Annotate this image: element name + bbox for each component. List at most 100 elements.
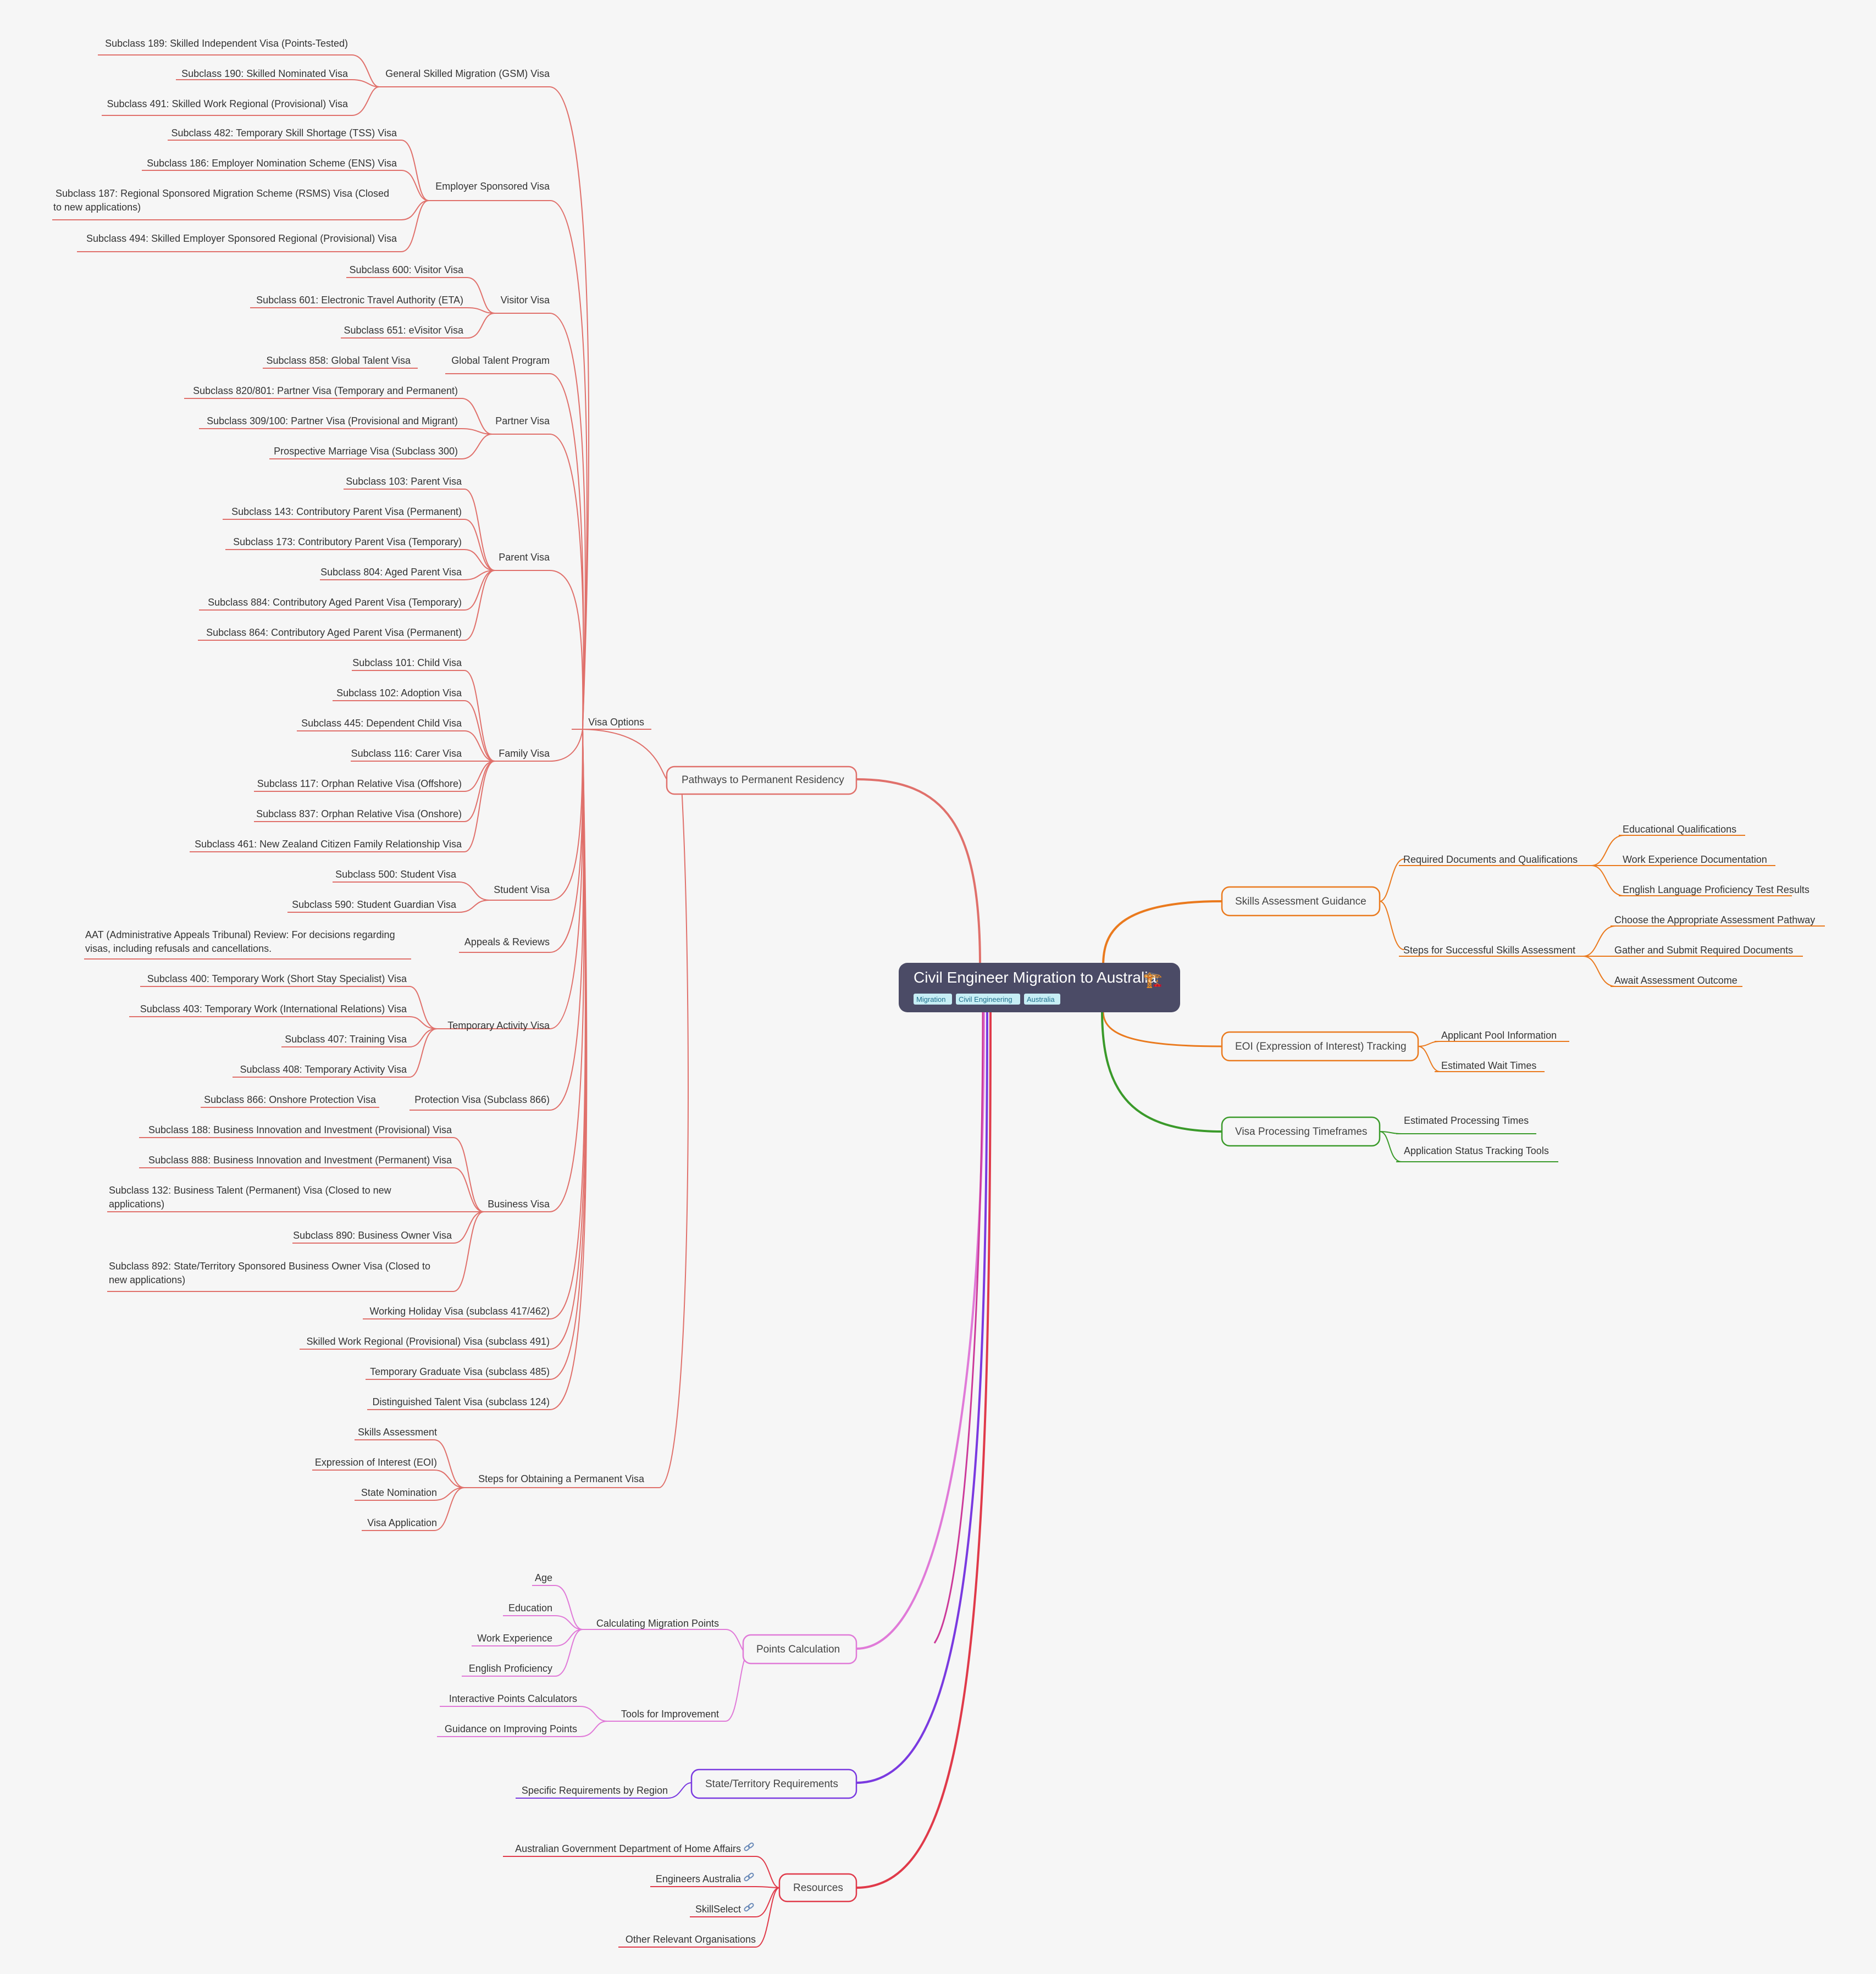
skills-step-item[interactable]: Gather and Submit Required Documents bbox=[1614, 945, 1793, 956]
eoi-item[interactable]: Estimated Wait Times bbox=[1441, 1060, 1536, 1071]
calc-item[interactable]: English Proficiency bbox=[469, 1663, 552, 1674]
parent-item[interactable]: Subclass 173: Contributory Parent Visa (… bbox=[233, 536, 462, 547]
family-item[interactable]: Subclass 101: Child Visa bbox=[352, 657, 462, 668]
partner-item[interactable]: Subclass 820/801: Partner Visa (Temporar… bbox=[193, 385, 458, 396]
business-item-cont[interactable]: applications) bbox=[109, 1199, 164, 1210]
node-eoi-tracking[interactable]: EOI (Expression of Interest) Tracking bbox=[1221, 1031, 1419, 1062]
root-node[interactable]: Civil Engineer Migration to Australia 🏗️… bbox=[899, 963, 1180, 1012]
visitor-label[interactable]: Visitor Visa bbox=[501, 295, 550, 306]
eoi-item[interactable]: Applicant Pool Information bbox=[1441, 1030, 1557, 1041]
node-resources[interactable]: Resources bbox=[778, 1873, 857, 1903]
node-skills-assessment[interactable]: Skills Assessment Guidance bbox=[1221, 886, 1381, 917]
calc-item[interactable]: Work Experience bbox=[477, 1633, 552, 1644]
business-item[interactable]: Subclass 892: State/Territory Sponsored … bbox=[109, 1261, 430, 1272]
link-icon[interactable] bbox=[744, 1842, 754, 1851]
global-talent-item[interactable]: Subclass 858: Global Talent Visa bbox=[266, 355, 411, 366]
steps-item[interactable]: Skills Assessment bbox=[358, 1427, 437, 1438]
resource-link[interactable]: Australian Government Department of Home… bbox=[515, 1843, 741, 1854]
resource-link[interactable]: SkillSelect bbox=[695, 1904, 741, 1915]
calc-item[interactable]: Age bbox=[535, 1572, 552, 1583]
student-label[interactable]: Student Visa bbox=[494, 884, 550, 895]
steps-item[interactable]: Expression of Interest (EOI) bbox=[315, 1457, 437, 1468]
docs-item[interactable]: Educational Qualifications bbox=[1623, 824, 1736, 835]
temporary-item[interactable]: Subclass 408: Temporary Activity Visa bbox=[240, 1064, 407, 1075]
visitor-item[interactable]: Subclass 601: Electronic Travel Authorit… bbox=[256, 295, 463, 306]
gsm-label[interactable]: General Skilled Migration (GSM) Visa bbox=[385, 68, 550, 79]
partner-item[interactable]: Subclass 309/100: Partner Visa (Provisio… bbox=[207, 415, 458, 426]
appeals-item[interactable]: AAT (Administrative Appeals Tribunal) Re… bbox=[85, 929, 395, 940]
parent-item[interactable]: Subclass 864: Contributory Aged Parent V… bbox=[206, 627, 462, 638]
single-visa[interactable]: Working Holiday Visa (subclass 417/462) bbox=[370, 1306, 550, 1317]
gsm-item[interactable]: Subclass 190: Skilled Nominated Visa bbox=[181, 68, 348, 79]
family-item[interactable]: Subclass 445: Dependent Child Visa bbox=[301, 718, 462, 729]
visitor-item[interactable]: Subclass 600: Visitor Visa bbox=[350, 264, 464, 275]
employer-item[interactable]: Subclass 187: Regional Sponsored Migrati… bbox=[56, 188, 389, 199]
single-visa[interactable]: Distinguished Talent Visa (subclass 124) bbox=[372, 1396, 550, 1407]
parent-item[interactable]: Subclass 884: Contributory Aged Parent V… bbox=[208, 597, 462, 608]
protection-item[interactable]: Subclass 866: Onshore Protection Visa bbox=[204, 1094, 377, 1105]
family-item[interactable]: Subclass 461: New Zealand Citizen Family… bbox=[195, 839, 462, 850]
docs-item[interactable]: Work Experience Documentation bbox=[1623, 854, 1767, 865]
temporary-item[interactable]: Subclass 407: Training Visa bbox=[285, 1034, 407, 1045]
business-item[interactable]: Subclass 188: Business Innovation and In… bbox=[148, 1124, 452, 1135]
visitor-item[interactable]: Subclass 651: eVisitor Visa bbox=[344, 325, 464, 336]
calc-item[interactable]: Education bbox=[508, 1603, 552, 1613]
gsm-item[interactable]: Subclass 491: Skilled Work Regional (Pro… bbox=[107, 98, 348, 109]
node-state[interactable]: State/Territory Requirements bbox=[690, 1768, 857, 1799]
steps-item[interactable]: Visa Application bbox=[367, 1517, 437, 1528]
employer-label[interactable]: Employer Sponsored Visa bbox=[435, 181, 550, 192]
skills-step-item[interactable]: Choose the Appropriate Assessment Pathwa… bbox=[1614, 914, 1815, 925]
node-points[interactable]: Points Calculation bbox=[742, 1634, 857, 1665]
temporary-label[interactable]: Temporary Activity Visa bbox=[447, 1020, 550, 1031]
parent-item[interactable]: Subclass 103: Parent Visa bbox=[346, 476, 462, 487]
business-item[interactable]: Subclass 890: Business Owner Visa bbox=[293, 1230, 452, 1241]
tools-item[interactable]: Guidance on Improving Points bbox=[445, 1723, 577, 1734]
parent-label[interactable]: Parent Visa bbox=[499, 552, 550, 563]
employer-item[interactable]: Subclass 494: Skilled Employer Sponsored… bbox=[86, 233, 397, 244]
family-item[interactable]: Subclass 102: Adoption Visa bbox=[336, 687, 462, 698]
partner-label[interactable]: Partner Visa bbox=[495, 415, 550, 426]
resource-item[interactable]: Other Relevant Organisations bbox=[626, 1934, 756, 1945]
steps-item[interactable]: State Nomination bbox=[361, 1487, 437, 1498]
family-label[interactable]: Family Visa bbox=[499, 748, 550, 759]
appeals-label[interactable]: Appeals & Reviews bbox=[464, 936, 550, 947]
node-pathways[interactable]: Pathways to Permanent Residency bbox=[666, 766, 857, 795]
student-item[interactable]: Subclass 590: Student Guardian Visa bbox=[292, 899, 457, 910]
docs-label[interactable]: Required Documents and Qualifications bbox=[1403, 854, 1578, 865]
protection-label[interactable]: Protection Visa (Subclass 866) bbox=[414, 1094, 550, 1105]
link-icon[interactable] bbox=[744, 1872, 754, 1882]
parent-item[interactable]: Subclass 804: Aged Parent Visa bbox=[320, 567, 462, 578]
tools-label[interactable]: Tools for Improvement bbox=[621, 1709, 719, 1720]
student-item[interactable]: Subclass 500: Student Visa bbox=[335, 869, 457, 880]
appeals-item-cont[interactable]: visas, including refusals and cancellati… bbox=[85, 943, 272, 954]
employer-item[interactable]: Subclass 186: Employer Nomination Scheme… bbox=[147, 158, 397, 169]
docs-item[interactable]: English Language Proficiency Test Result… bbox=[1623, 884, 1809, 895]
employer-item-cont[interactable]: to new applications) bbox=[53, 202, 141, 213]
link-icon[interactable] bbox=[744, 1903, 754, 1912]
temporary-item[interactable]: Subclass 400: Temporary Work (Short Stay… bbox=[147, 973, 407, 984]
employer-item[interactable]: Subclass 482: Temporary Skill Shortage (… bbox=[171, 127, 397, 138]
calc-label[interactable]: Calculating Migration Points bbox=[596, 1618, 719, 1629]
single-visa[interactable]: Temporary Graduate Visa (subclass 485) bbox=[370, 1366, 550, 1377]
partner-item[interactable]: Prospective Marriage Visa (Subclass 300) bbox=[274, 446, 458, 457]
tools-item[interactable]: Interactive Points Calculators bbox=[449, 1693, 577, 1704]
family-item[interactable]: Subclass 116: Carer Visa bbox=[351, 748, 462, 759]
skills-step-item[interactable]: Await Assessment Outcome bbox=[1614, 975, 1737, 986]
node-processing[interactable]: Visa Processing Timeframes bbox=[1221, 1116, 1381, 1147]
state-item[interactable]: Specific Requirements by Region bbox=[522, 1785, 668, 1796]
business-label[interactable]: Business Visa bbox=[488, 1199, 550, 1210]
steps-label[interactable]: Steps for Obtaining a Permanent Visa bbox=[478, 1473, 645, 1484]
business-item[interactable]: Subclass 132: Business Talent (Permanent… bbox=[109, 1185, 392, 1196]
single-visa[interactable]: Skilled Work Regional (Provisional) Visa… bbox=[306, 1336, 550, 1347]
resource-link[interactable]: Engineers Australia bbox=[656, 1873, 741, 1884]
family-item[interactable]: Subclass 117: Orphan Relative Visa (Offs… bbox=[257, 778, 462, 789]
parent-item[interactable]: Subclass 143: Contributory Parent Visa (… bbox=[231, 506, 462, 517]
processing-item[interactable]: Application Status Tracking Tools bbox=[1404, 1145, 1549, 1156]
family-item[interactable]: Subclass 837: Orphan Relative Visa (Onsh… bbox=[256, 808, 462, 819]
visa-options-label[interactable]: Visa Options bbox=[588, 717, 644, 728]
gsm-item[interactable]: Subclass 189: Skilled Independent Visa (… bbox=[105, 38, 348, 49]
business-item-cont[interactable]: new applications) bbox=[109, 1274, 185, 1285]
temporary-item[interactable]: Subclass 403: Temporary Work (Internatio… bbox=[140, 1003, 407, 1014]
global-talent-label[interactable]: Global Talent Program bbox=[451, 355, 550, 366]
skills-steps-label[interactable]: Steps for Successful Skills Assessment bbox=[1403, 945, 1575, 956]
